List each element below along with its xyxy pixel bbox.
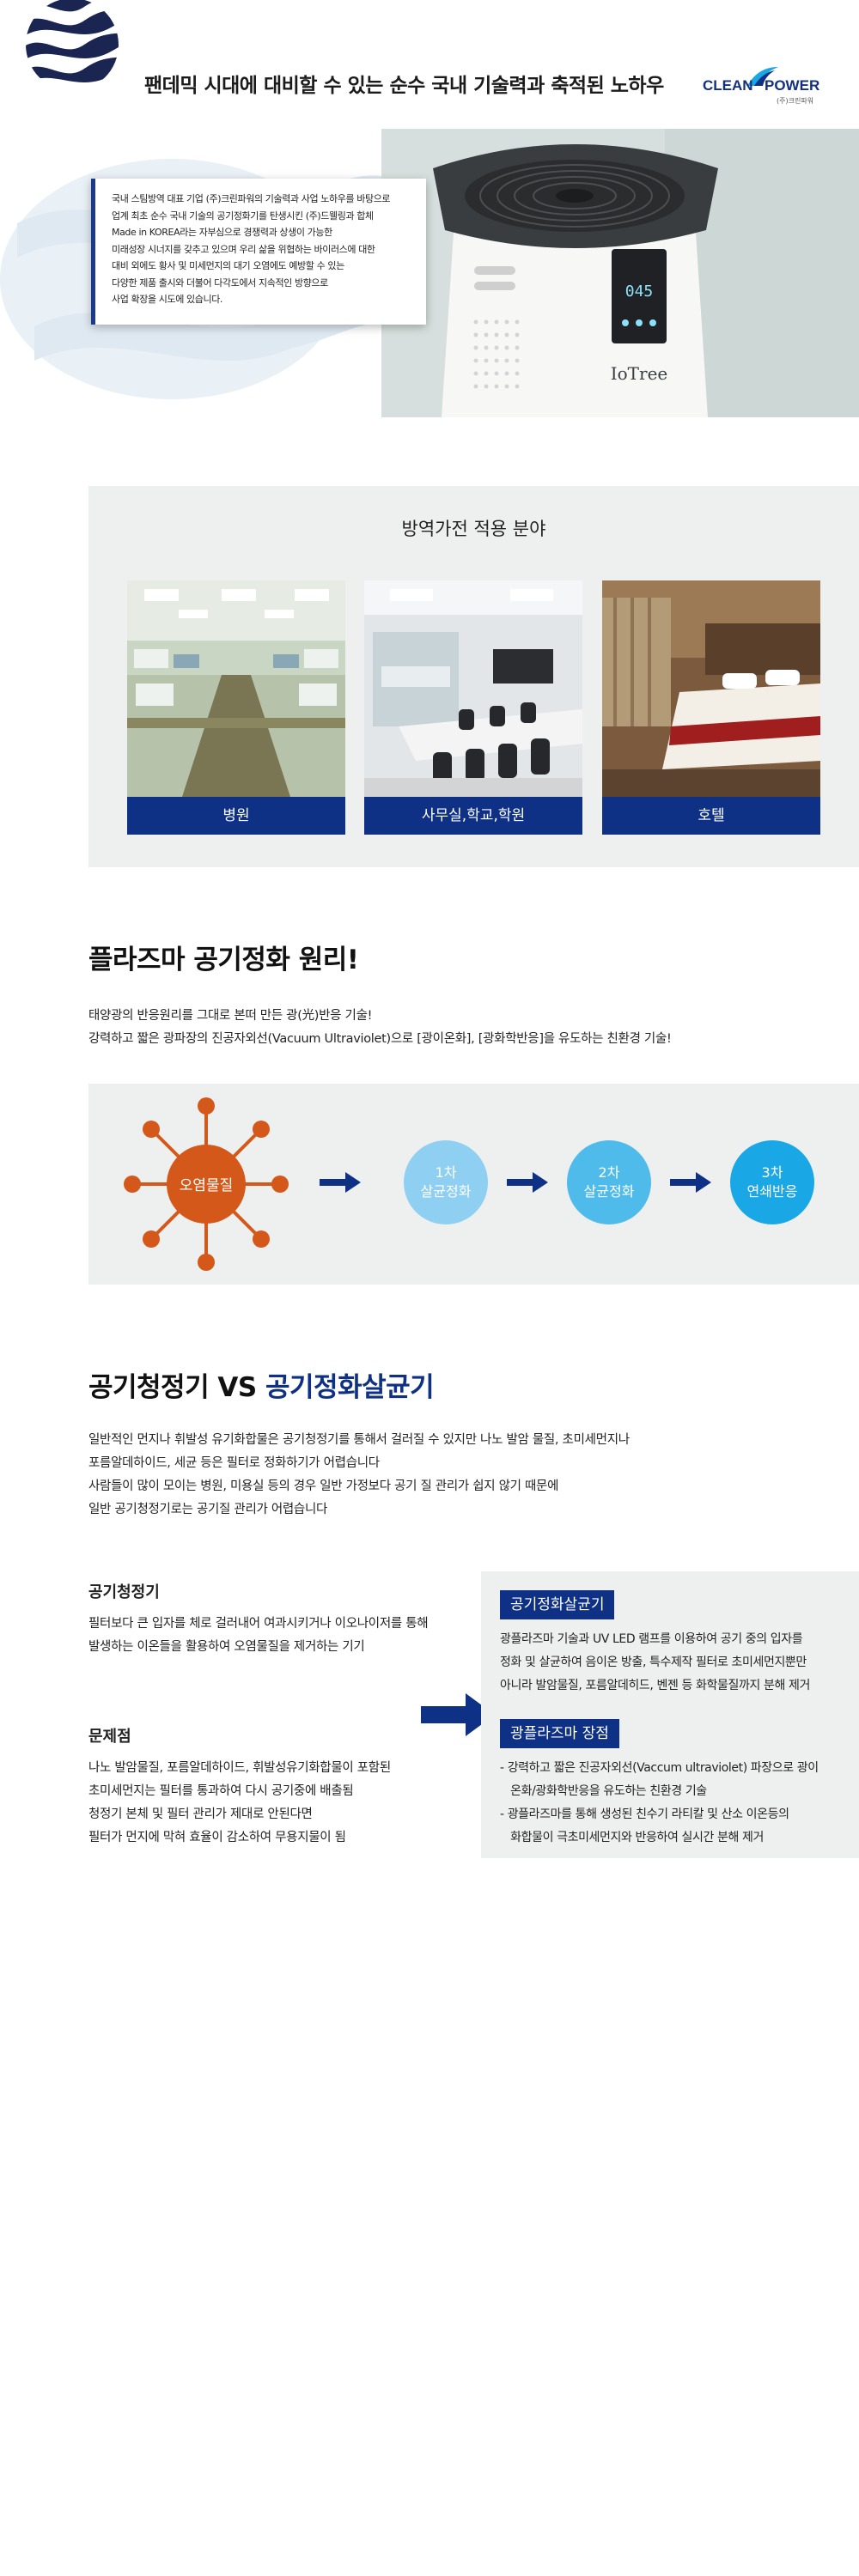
- plasma-title: 플라즈마 공기정화 원리!: [88, 945, 359, 975]
- application-label: 사무실,학교,학원: [364, 797, 582, 835]
- intro-card: 국내 스팀방역 대표 기업 (주)크린파워의 기술력과 사업 노하우를 바탕으로…: [91, 179, 426, 325]
- brand-power-text: POWER: [765, 77, 820, 94]
- plasma-advantage-tag: 광플라즈마 장점: [500, 1719, 619, 1748]
- compare-title: 공기청정기 VS 공기정화살균기: [88, 1365, 435, 1404]
- compare-intro-line: 포름알데하이드, 세균 등은 필터로 정화하기가 어렵습니다: [88, 1456, 380, 1470]
- air-purifier-photo: 045 IoTree: [381, 129, 859, 417]
- application-label: 병원: [127, 797, 345, 835]
- sterilizer-description: 광플라즈마 기술과 UV LED 램프를 이용하여 공기 중의 입자를 정화 및…: [500, 1628, 810, 1698]
- intro-line: 다양한 제품 출시와 더불어 다각도에서 지속적인 방향으로: [112, 276, 328, 289]
- applications-title: 방역가전 적용 분야: [401, 519, 546, 539]
- intro-line: 사업 확장을 시도에 있습니다.: [112, 294, 223, 305]
- office-photo: [364, 580, 582, 797]
- step-circle-2: 2차 살균정화: [567, 1140, 651, 1224]
- problem-heading: 문제점: [88, 1728, 131, 1746]
- air-cleaner-description: 필터보다 큰 입자를 체로 걸러내어 여과시키거나 이오나이저를 통해 발생하는…: [88, 1613, 429, 1659]
- compare-title-a: 공기청정기 VS: [88, 1372, 266, 1403]
- air-cleaner-line: 발생하는 이온들을 활용하여 오염물질을 제거하는 기기: [88, 1640, 365, 1654]
- step-line: 연쇄반응: [746, 1183, 798, 1200]
- plasma-advantage-description: - 강력하고 짧은 진공자외선(Vaccum ultraviolet) 파장으로…: [500, 1757, 819, 1850]
- compare-intro-line: 일반 공기청정기로는 공기질 관리가 어렵습니다: [88, 1503, 328, 1516]
- air-cleaner-heading: 공기청정기: [88, 1583, 160, 1601]
- clean-power-logo: CLEAN POWER (주)크린파워: [698, 65, 820, 108]
- arrow-right-icon: [670, 1172, 711, 1193]
- intro-line: Made in KOREA라는 자부심으로 경쟁력과 상생이 가능한: [112, 227, 332, 238]
- step-line: 1차: [435, 1164, 457, 1181]
- plasma-line: 태양광의 반응원리를 그대로 본떠 만든 광(光)반응 기술!: [88, 1009, 373, 1023]
- problem-line: 필터가 먼지에 막혀 효율이 감소하여 무용지물이 됨: [88, 1831, 346, 1844]
- swoosh-icon: [747, 67, 778, 86]
- plasma-description: 태양광의 반응원리를 그대로 본떠 만든 광(光)반응 기술! 강력하고 짧은 …: [88, 1005, 672, 1051]
- intro-line: 미래성장 시너지를 갖추고 있으며 우리 삶을 위협하는 바이러스에 대한: [112, 243, 375, 255]
- brand-clean-text: CLEAN: [703, 77, 753, 94]
- application-card-hotel: 호텔: [602, 580, 820, 835]
- big-arrow-right-icon: [421, 1693, 495, 1736]
- device-brand-text: IoTree: [611, 363, 668, 384]
- step-line: 살균정화: [583, 1183, 635, 1200]
- problem-line: 청정기 본체 및 필터 관리가 제대로 안된다면: [88, 1807, 313, 1821]
- hotel-photo: [602, 580, 820, 797]
- sterilizer-line: 정화 및 살균하여 음이온 방출, 특수제작 필터로 초미세먼지뿐만: [500, 1656, 807, 1669]
- application-card-office: 사무실,학교,학원: [364, 580, 582, 835]
- pollutant-diagram: [124, 1097, 289, 1271]
- brand-sub-text: (주)크린파워: [777, 97, 814, 105]
- intro-line: 대비 외에도 황사 및 미세먼지의 대기 오염에도 예방할 수 있는: [112, 260, 344, 271]
- compare-intro-line: 일반적인 먼지나 휘발성 유기화합물은 공기청정기를 통해서 걸러질 수 있지만…: [88, 1433, 630, 1447]
- compare-intro: 일반적인 먼지나 휘발성 유기화합물은 공기청정기를 통해서 걸러질 수 있지만…: [88, 1429, 630, 1522]
- step-circle-1: 1차 살균정화: [404, 1140, 488, 1224]
- compare-intro-line: 사람들이 많이 모이는 병원, 미용실 등의 경우 일반 가정보다 공기 질 관…: [88, 1479, 559, 1493]
- step-circle-3: 3차 연쇄반응: [730, 1140, 814, 1224]
- advantage-line: 화합물이 극초미세먼지와 반응하여 실시간 분해 제거: [500, 1831, 764, 1844]
- application-label: 호텔: [602, 797, 820, 835]
- arrow-right-icon: [507, 1172, 548, 1193]
- advantage-line: 온화/광화학반응을 유도하는 친환경 기술: [500, 1784, 707, 1798]
- intro-line: 국내 스팀방역 대표 기업 (주)크린파워의 기술력과 사업 노하우를 바탕으로: [112, 193, 391, 204]
- problem-description: 나노 발암물질, 포름알데하이드, 휘발성유기화합물이 포함된 초미세먼지는 필…: [88, 1757, 391, 1850]
- device-display-text: 045: [625, 283, 654, 301]
- intro-line: 업계 최초 순수 국내 기술의 공기정화기를 탄생시킨 (주)드웰링과 합체: [112, 210, 374, 222]
- arrow-right-icon: [320, 1172, 361, 1193]
- step-line: 2차: [598, 1164, 620, 1181]
- pollutant-label: 오염물질: [179, 1177, 234, 1194]
- plasma-line: 강력하고 짧은 광파장의 진공자외선(Vacuum Ultraviolet)으로…: [88, 1032, 672, 1046]
- brand-wave-logo: [26, 0, 119, 91]
- sterilizer-line: 아니라 발암물질, 포름알데히드, 벤젠 등 화학물질까지 분해 제거: [500, 1679, 810, 1692]
- problem-line: 나노 발암물질, 포름알데하이드, 휘발성유기화합물이 포함된: [88, 1761, 391, 1775]
- air-cleaner-line: 필터보다 큰 입자를 체로 걸러내어 여과시키거나 이오나이저를 통해: [88, 1617, 429, 1631]
- step-line: 살균정화: [420, 1183, 472, 1200]
- problem-line: 초미세먼지는 필터를 통과하여 다시 공기중에 배출됨: [88, 1784, 354, 1798]
- compare-title-b: 공기정화살균기: [265, 1372, 435, 1403]
- application-card-hospital: 병원: [127, 580, 345, 835]
- step-line: 3차: [761, 1164, 783, 1181]
- hospital-photo: [127, 580, 345, 797]
- sterilizer-tag: 공기정화살균기: [500, 1590, 615, 1619]
- sterilizer-line: 광플라즈마 기술과 UV LED 램프를 이용하여 공기 중의 입자를: [500, 1632, 803, 1646]
- advantage-line: - 강력하고 짧은 진공자외선(Vaccum ultraviolet) 파장으로…: [500, 1761, 819, 1775]
- page-headline: 팬데믹 시대에 대비할 수 있는 순수 국내 기술력과 축적된 노하우: [144, 75, 664, 97]
- advantage-line: - 광플라즈마를 통해 생성된 친수기 라티칼 및 산소 이온등의: [500, 1807, 789, 1821]
